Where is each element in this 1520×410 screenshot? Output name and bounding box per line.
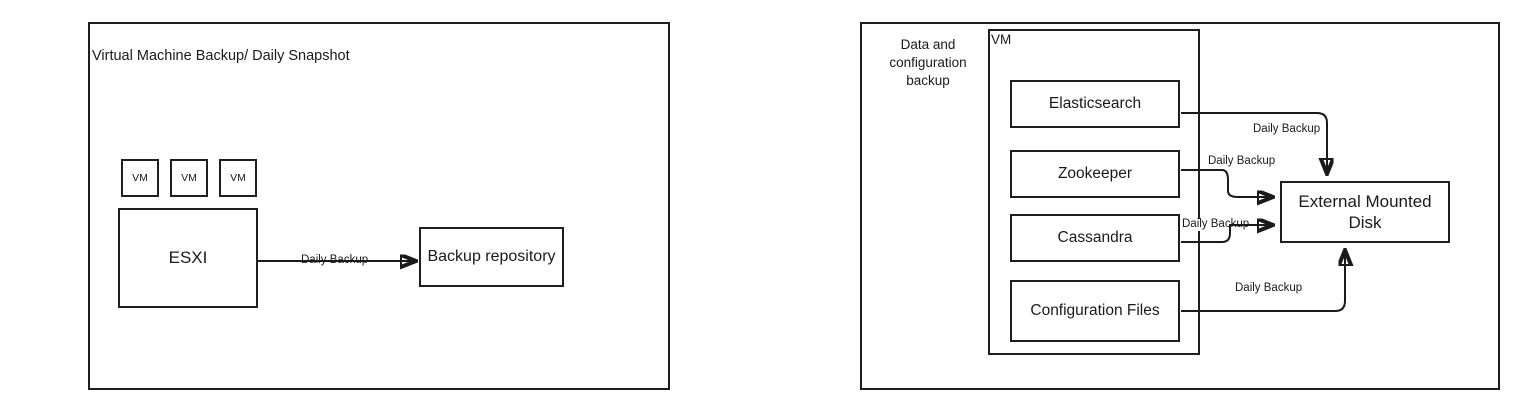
external-mounted-disk-node: External Mounted Disk [1280, 181, 1450, 243]
vm-chip-1: VM [121, 159, 159, 197]
service-node-configuration-files: Configuration Files [1010, 280, 1180, 342]
edge-label-configuration-files-daily-backup: Daily Backup [1233, 282, 1305, 295]
vm-chip-3: VM [219, 159, 257, 197]
edge-label-cassandra-daily-backup: Daily Backup [1180, 218, 1252, 231]
esxi-node: ESXI [118, 208, 258, 308]
vm-container-label: VM [991, 32, 1012, 47]
edge-label-zookeeper-daily-backup: Daily Backup [1206, 155, 1278, 168]
edge-label-elasticsearch-daily-backup: Daily Backup [1251, 123, 1323, 136]
left-panel-title: Virtual Machine Backup/ Daily Snapshot [92, 48, 350, 64]
edge-label-esxi-daily-backup: Daily Backup [299, 254, 371, 267]
right-panel-side-label: Data and configuration backup [889, 37, 967, 89]
service-node-cassandra: Cassandra [1010, 214, 1180, 262]
vm-chip-2: VM [170, 159, 208, 197]
service-node-elasticsearch: Elasticsearch [1010, 80, 1180, 128]
service-node-zookeeper: Zookeeper [1010, 150, 1180, 198]
left-panel-container [88, 22, 670, 390]
backup-repository-node: Backup repository [419, 227, 564, 287]
